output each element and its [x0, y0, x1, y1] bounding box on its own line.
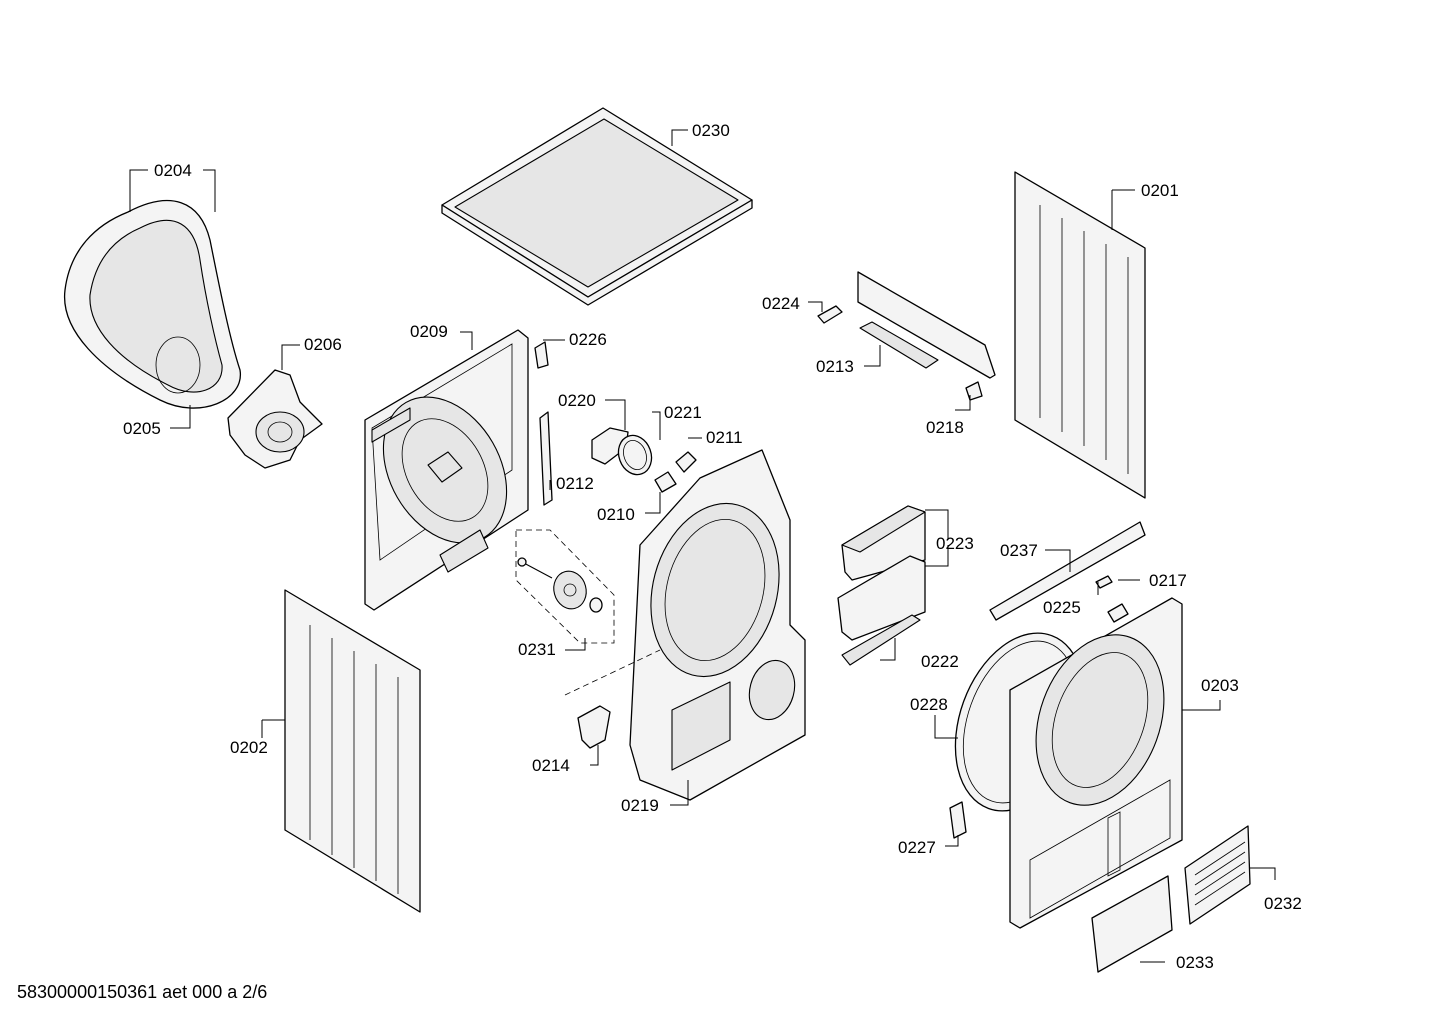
part-control-plate[interactable]: [857, 271, 996, 379]
label-0201: 0201: [1141, 181, 1179, 200]
part-0211-fitting[interactable]: [675, 451, 697, 473]
label-0221: 0221: [664, 403, 702, 422]
label-0233: 0233: [1176, 953, 1214, 972]
label-0223: 0223: [936, 534, 974, 553]
part-labels: 0230 0204 0205 0206 0209 0226 0220 0221 …: [123, 121, 1302, 972]
leader-lines: [129, 129, 1276, 963]
part-0203-front-panel[interactable]: [1009, 597, 1186, 929]
part-0227-plate[interactable]: [949, 801, 967, 839]
part-0219-guide-line: [564, 649, 661, 696]
part-0206-fan-housing[interactable]: [227, 369, 323, 469]
label-0228: 0228: [910, 695, 948, 714]
part-0226-clip[interactable]: [534, 341, 549, 369]
label-0214: 0214: [532, 756, 570, 775]
part-0224-bracket[interactable]: [817, 305, 843, 324]
label-0222: 0222: [921, 652, 959, 671]
part-0210-fitting[interactable]: [654, 471, 677, 493]
drawing-number: 58300000150361 aet 000 a 2/6: [17, 982, 267, 1002]
part-0213-bar[interactable]: [859, 321, 939, 369]
part-0222-filter-housing[interactable]: [837, 555, 926, 666]
label-0225: 0225: [1043, 598, 1081, 617]
part-0225-clip[interactable]: [1095, 575, 1113, 589]
label-0204: 0204: [154, 161, 192, 180]
part-0204-rear-seal[interactable]: [63, 199, 241, 409]
label-0227: 0227: [898, 838, 936, 857]
label-0202: 0202: [230, 738, 268, 757]
part-0230-top-cover[interactable]: [441, 107, 753, 306]
part-0219-front-frame[interactable]: [629, 449, 806, 801]
label-0230: 0230: [692, 121, 730, 140]
label-0226: 0226: [569, 330, 607, 349]
part-0232-grille[interactable]: [1184, 825, 1251, 925]
part-0217-clip[interactable]: [1107, 603, 1129, 623]
label-0237: 0237: [1000, 541, 1038, 560]
label-0218: 0218: [926, 418, 964, 437]
part-0231-bearing-kit[interactable]: [515, 529, 615, 644]
label-0224: 0224: [762, 294, 800, 313]
label-0203: 0203: [1201, 676, 1239, 695]
label-0209: 0209: [410, 322, 448, 341]
label-0232: 0232: [1264, 894, 1302, 913]
part-0209-rear-wall[interactable]: [358, 329, 531, 611]
label-0205: 0205: [123, 419, 161, 438]
label-0217: 0217: [1149, 571, 1187, 590]
part-0218-clip[interactable]: [965, 381, 983, 401]
label-0213: 0213: [816, 357, 854, 376]
label-0211: 0211: [706, 428, 743, 447]
label-0210: 0210: [597, 505, 635, 524]
label-0212: 0212: [556, 474, 594, 493]
part-0201-side-panel[interactable]: [1014, 171, 1146, 499]
label-0231: 0231: [518, 640, 556, 659]
part-0212-strip[interactable]: [539, 411, 553, 506]
part-0233-cover-plate[interactable]: [1091, 875, 1173, 973]
part-0237-strip[interactable]: [989, 521, 1146, 621]
part-0214-lock[interactable]: [577, 705, 611, 749]
part-0221-gasket[interactable]: [613, 431, 657, 480]
part-0202-side-panel[interactable]: [284, 589, 421, 913]
label-0206: 0206: [304, 335, 342, 354]
label-0219: 0219: [621, 796, 659, 815]
label-0220: 0220: [558, 391, 596, 410]
